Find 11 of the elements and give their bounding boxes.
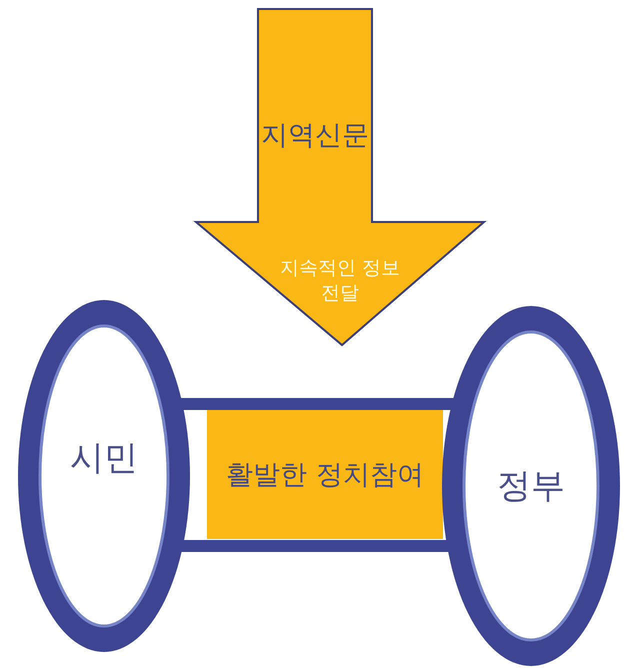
node-title: 시민 xyxy=(70,436,138,480)
process-box xyxy=(207,410,443,539)
ring-node xyxy=(18,300,190,652)
node-title: 지역신문 xyxy=(261,119,369,153)
connector-bar xyxy=(180,398,454,410)
ring-node xyxy=(442,306,620,666)
node-title: 활발한 정치참여 xyxy=(226,458,424,492)
node-text: 지속적인 정보 전달 xyxy=(278,256,402,306)
node-title: 정부 xyxy=(497,464,565,508)
connector-bar xyxy=(180,540,450,552)
down-arrow-shape xyxy=(195,8,485,346)
